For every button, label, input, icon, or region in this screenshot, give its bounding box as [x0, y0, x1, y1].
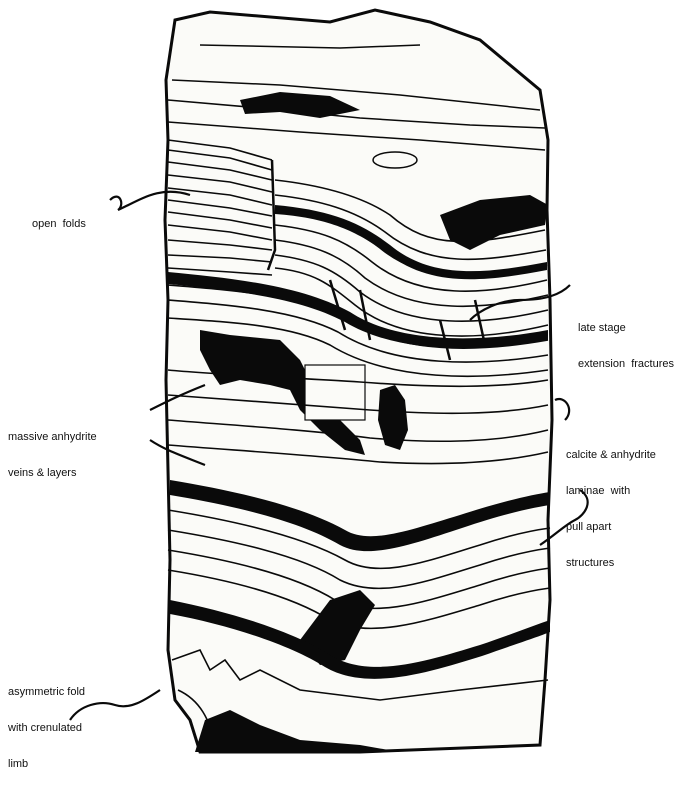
label-asymmetric-line-1: asymmetric fold: [8, 686, 85, 698]
label-open-folds-line-1: open folds: [32, 218, 86, 230]
label-calcite-line-4: structures: [566, 557, 656, 569]
anhydrite-window: [305, 365, 365, 420]
label-massive-anhydrite-line-1: massive anhydrite: [8, 431, 97, 443]
label-calcite-line-1: calcite & anhydrite: [566, 449, 656, 461]
label-open-folds: open folds: [32, 194, 86, 254]
core-diagram: open folds late stage extension fracture…: [0, 0, 691, 760]
label-massive-anhydrite: massive anhydrite veins & layers: [8, 407, 97, 503]
label-asymmetric-fold: asymmetric fold with crenulated limb: [8, 662, 85, 794]
label-calcite-line-2: laminae with: [566, 485, 656, 497]
label-late-stage-line-1: late stage: [578, 322, 674, 334]
label-late-stage: late stage extension fractures: [578, 298, 674, 394]
arrow-calcite: [555, 399, 569, 420]
label-calcite-anhydrite: calcite & anhydrite laminae with pull ap…: [566, 425, 656, 593]
label-massive-anhydrite-line-2: veins & layers: [8, 467, 97, 479]
label-asymmetric-line-2: with crenulated: [8, 722, 85, 734]
label-late-stage-line-2: extension fractures: [578, 358, 674, 370]
label-calcite-line-3: pull apart: [566, 521, 656, 533]
